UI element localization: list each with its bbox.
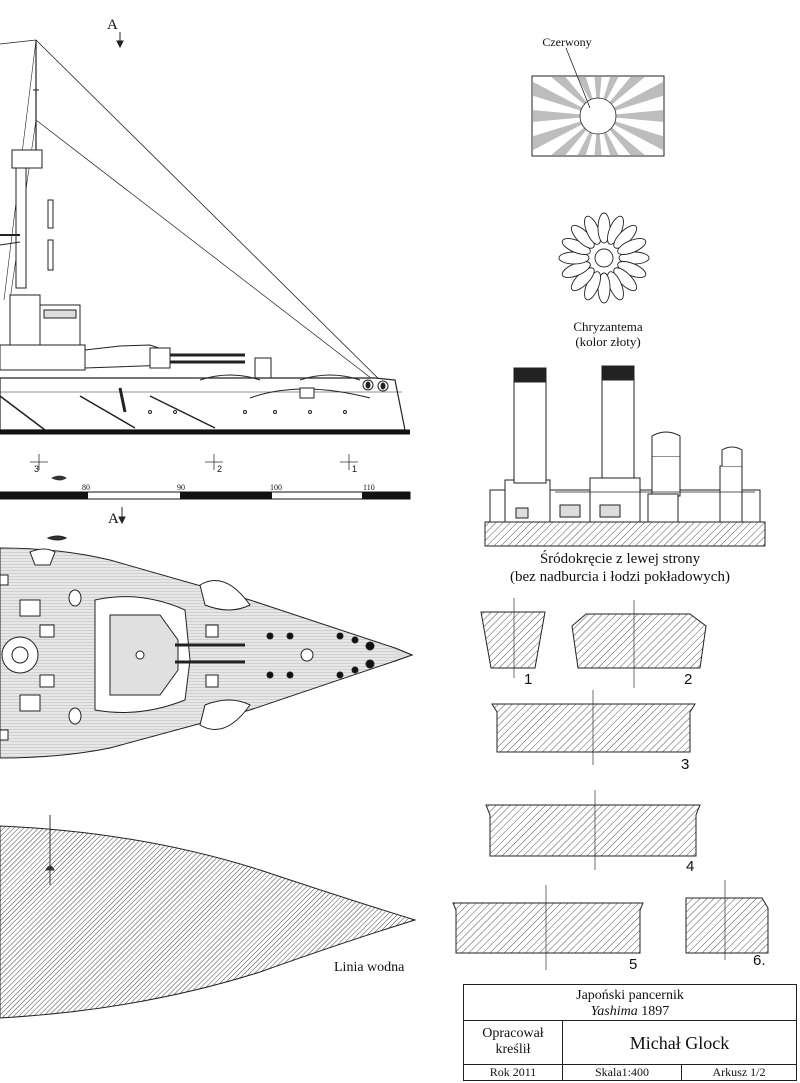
year-built: 1897 bbox=[641, 1004, 670, 1019]
scale-tick-90: 90 bbox=[177, 483, 185, 492]
drawn-by-label-line2: kreślił bbox=[495, 1042, 531, 1057]
year-text: Rok 2011 bbox=[489, 1065, 537, 1079]
waterline-shape bbox=[0, 825, 417, 1019]
scale-text: Skala1:400 bbox=[595, 1065, 649, 1079]
sheet-cell: Arkusz 1/2 bbox=[681, 1064, 797, 1081]
section-centerlines bbox=[513, 598, 726, 970]
flag-ray bbox=[594, 116, 602, 155]
title-block: Japoński pancernik Yashima 1897 Opracowa… bbox=[463, 984, 797, 1081]
year-cell: Rok 2011 bbox=[463, 1064, 563, 1081]
section-number-1: 1 bbox=[524, 671, 533, 688]
chrysanthemum-center bbox=[594, 248, 614, 268]
section-number-5: 5 bbox=[629, 956, 638, 973]
frame-crosses bbox=[30, 454, 358, 481]
section-number-6: 6. bbox=[753, 952, 766, 969]
frame-number-2: 2 bbox=[217, 464, 223, 474]
section-number-2: 2 bbox=[684, 671, 693, 688]
side-elevation bbox=[0, 39, 410, 435]
section-number-3: 3 bbox=[681, 756, 690, 773]
flag-color-label: Czerwony bbox=[542, 35, 592, 49]
section-marker-top bbox=[116, 32, 124, 49]
flag-ray bbox=[598, 110, 663, 122]
midship-caption-line1: Śródokręcie z lewej strony bbox=[539, 551, 701, 567]
title-line2: Yashima 1897 bbox=[464, 1004, 796, 1020]
flag-ray bbox=[551, 116, 598, 155]
waterline-label: Linia wodna bbox=[334, 960, 405, 975]
rising-sun-flag bbox=[531, 47, 665, 157]
flag-ray bbox=[598, 116, 663, 151]
frame-number-1: 1 bbox=[352, 464, 358, 474]
section-number-4: 4 bbox=[686, 858, 695, 875]
flag-ray bbox=[594, 77, 602, 116]
chrysanthemum-label-line1: Chryzantema bbox=[573, 319, 643, 334]
flag-ray bbox=[598, 116, 645, 155]
midship-elevation bbox=[484, 365, 766, 547]
chrysanthemum-petal bbox=[617, 238, 647, 255]
scale-tick-80: 80 bbox=[82, 483, 90, 492]
flag-ray bbox=[533, 116, 598, 151]
title-cell: Japoński pancernik Yashima 1897 bbox=[463, 984, 797, 1021]
chrysanthemum-label-line2: (kolor złoty) bbox=[575, 334, 641, 349]
section-a-label-mid: A bbox=[108, 511, 119, 527]
chrysanthemum-emblem bbox=[558, 212, 650, 304]
scale-tick-110: 110 bbox=[363, 483, 375, 492]
sheet-text: Arkusz 1/2 bbox=[712, 1065, 766, 1079]
title-line1: Japoński pancernik bbox=[576, 988, 684, 1003]
scale-tick-100: 100 bbox=[270, 483, 282, 492]
scale-bar-graphic bbox=[0, 491, 411, 500]
author-cell: Michał Glock bbox=[562, 1020, 797, 1065]
author-name: Michał Glock bbox=[629, 1033, 730, 1053]
scale-cell: Skala1:400 bbox=[562, 1064, 682, 1081]
flag-ray bbox=[598, 81, 663, 116]
cross-sections bbox=[452, 611, 769, 954]
flag-ray bbox=[533, 110, 598, 122]
ship-name: Yashima bbox=[590, 1004, 638, 1019]
flag-ray bbox=[533, 81, 598, 116]
deck-plan bbox=[0, 535, 414, 759]
midship-caption-line2: (bez nadburcia i łodzi pokładowych) bbox=[510, 569, 730, 585]
drawn-by-label-cell: Opracował kreślił bbox=[463, 1020, 563, 1065]
section-a-label-top: A bbox=[107, 17, 118, 33]
drawn-by-label-line1: Opracował bbox=[482, 1026, 544, 1041]
frame-number-3: 3 bbox=[34, 464, 40, 474]
section-marker-mid bbox=[118, 507, 126, 525]
